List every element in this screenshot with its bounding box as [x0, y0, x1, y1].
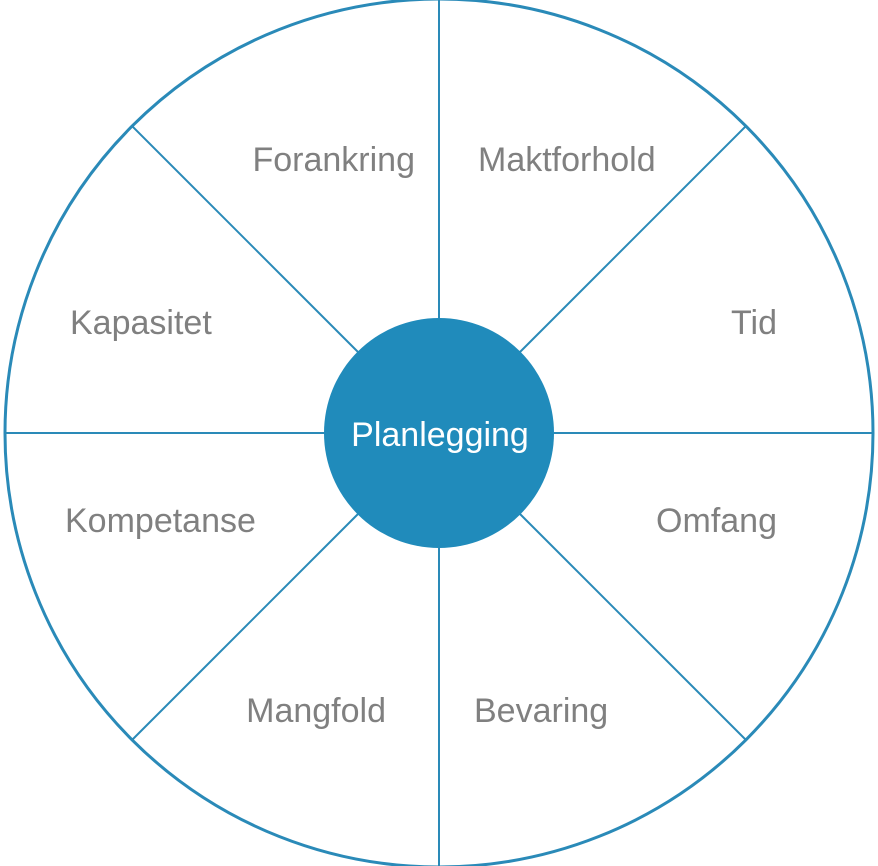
spoke-upper-right: [519, 125, 747, 353]
spoke-upper-left: [131, 125, 359, 353]
segment-label-maktforhold: Maktforhold: [478, 141, 656, 179]
center-hub: [324, 318, 554, 548]
segment-label-mangfold: Mangfold: [246, 692, 386, 730]
segment-label-forankring: Forankring: [252, 141, 415, 179]
segment-label-tid: Tid: [731, 304, 777, 342]
segment-label-kompetanse: Kompetanse: [65, 502, 256, 540]
segment-label-kapasitet: Kapasitet: [70, 304, 212, 342]
segment-label-bevaring: Bevaring: [474, 692, 608, 730]
center-hub-label: Planlegging: [351, 416, 529, 454]
segment-label-omfang: Omfang: [656, 502, 777, 540]
spoke-lower-left: [131, 513, 359, 741]
spoke-lower-right: [519, 513, 747, 741]
